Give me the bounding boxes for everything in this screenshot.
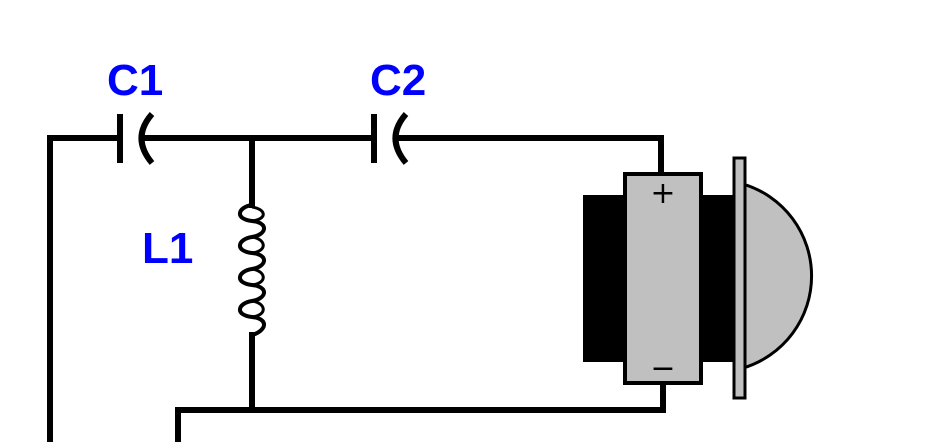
speaker-terminal-block (623, 172, 703, 385)
capacitor-c2 (371, 112, 409, 165)
speaker-rim (732, 156, 747, 400)
l1-label: L1 (142, 224, 193, 273)
speaker: + − (583, 156, 813, 400)
capacitor-c1 (117, 112, 155, 165)
c2-label: C2 (370, 56, 426, 105)
speaker-cone (741, 181, 813, 371)
wire-bottom-return (175, 380, 666, 442)
wire-c2-to-speaker-plus (393, 135, 664, 177)
capacitor-c1-curved-plate (138, 112, 155, 165)
inductor-l1-coil-outline (251, 205, 265, 319)
speaker-minus-sign: − (650, 351, 675, 386)
capacitor-c2-curved-plate (392, 112, 409, 165)
wire-left-vertical (47, 135, 123, 442)
wires (47, 135, 666, 442)
c1-label: C1 (107, 56, 163, 105)
speaker-plus-sign: + (650, 176, 675, 211)
